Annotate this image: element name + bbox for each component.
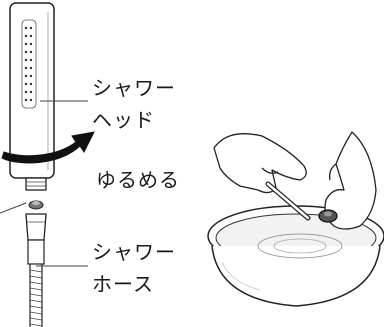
- shower-head-label-line1: シャワー: [92, 76, 176, 100]
- shower-hose-label-line1: シャワー: [92, 240, 176, 264]
- washer-drawing: [28, 200, 44, 210]
- hands-cleaning-drawing: [213, 131, 377, 230]
- shower-hose-drawing: [25, 213, 47, 327]
- shower-hose-label-line2: ホース: [92, 272, 154, 296]
- shower-head-label-line2: ヘッド: [92, 108, 155, 132]
- loosen-label: ゆるめる: [96, 168, 180, 192]
- shower-head-drawing: [9, 2, 55, 191]
- washer-leader-line: [0, 202, 27, 214]
- loosen-arrow: [1, 131, 95, 164]
